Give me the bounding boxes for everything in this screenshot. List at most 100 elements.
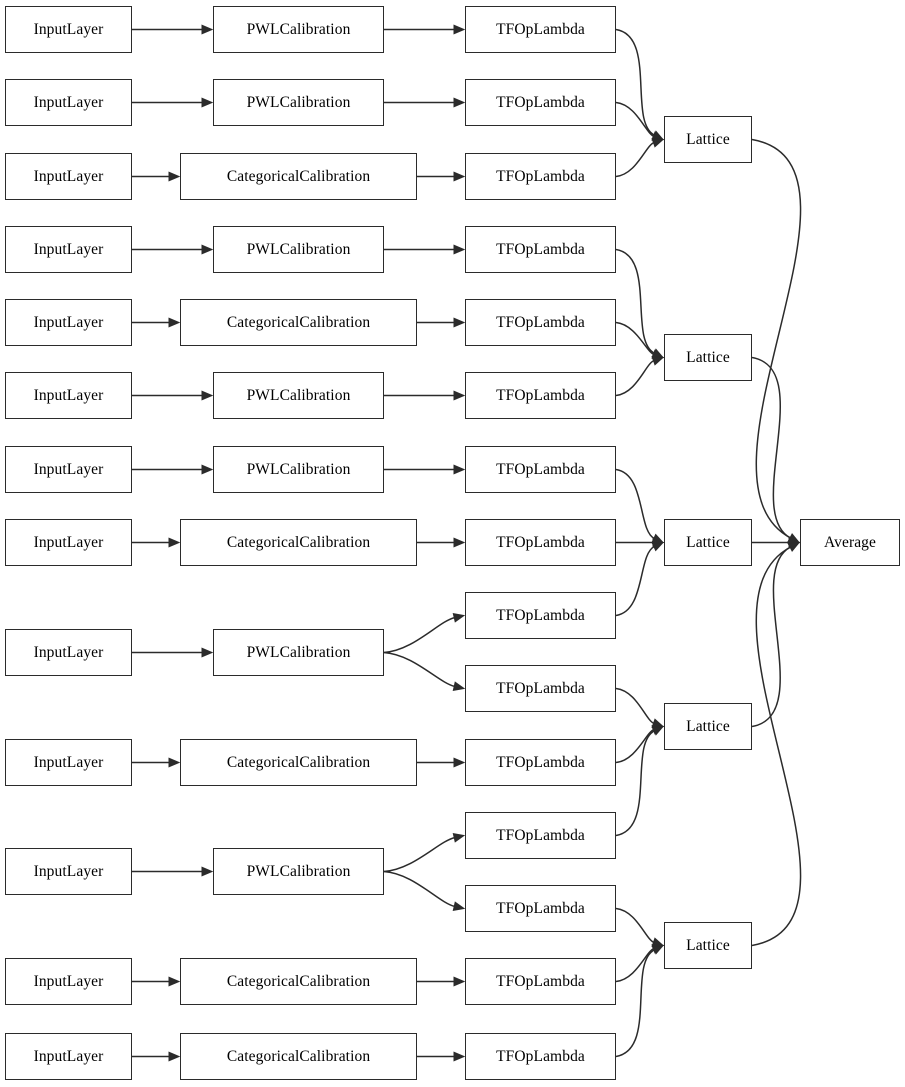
graph-edge-op14-to-lat5 (615, 944, 665, 983)
graph-node-categoricalcalibration-cal5: CategoricalCalibration (180, 299, 417, 346)
edge-arrowhead (201, 244, 214, 255)
graph-edge-cal9-to-op9 (383, 613, 466, 654)
edge-arrowhead (651, 541, 665, 552)
graph-node-inputlayer-in7: InputLayer (5, 446, 132, 493)
edge-arrowhead (453, 171, 466, 182)
edge-arrowhead (168, 171, 181, 182)
graph-node-pwlcalibration-cal2: PWLCalibration (213, 79, 384, 126)
graph-edge-in10-to-cal10 (132, 757, 181, 768)
graph-edge-in12-to-cal12 (132, 976, 181, 987)
graph-node-tfoplambda-op12: TFOpLambda (465, 812, 616, 859)
graph-edge-op10-to-lat4 (615, 687, 665, 728)
edge-arrowhead (651, 725, 665, 735)
graph-node-tfoplambda-op6: TFOpLambda (465, 372, 616, 419)
edge-arrowhead (651, 725, 665, 736)
graph-node-pwlcalibration-cal11: PWLCalibration (213, 848, 384, 895)
graph-node-tfoplambda-op14: TFOpLambda (465, 958, 616, 1005)
graph-node-tfoplambda-op7: TFOpLambda (465, 446, 616, 493)
graph-edge-in9-to-cal9 (132, 647, 214, 658)
graph-node-pwlcalibration-cal1: PWLCalibration (213, 6, 384, 53)
edge-arrowhead (651, 348, 665, 359)
graph-edge-cal2-to-op2 (384, 97, 466, 108)
graph-node-pwlcalibration-cal9: PWLCalibration (213, 629, 384, 676)
graph-edge-op1-to-lat1 (615, 28, 665, 141)
graph-node-categoricalcalibration-cal3: CategoricalCalibration (180, 153, 417, 200)
graph-node-inputlayer-in12: InputLayer (5, 958, 132, 1005)
graph-edge-cal8-to-op8 (417, 537, 466, 548)
graph-node-pwlcalibration-cal6: PWLCalibration (213, 372, 384, 419)
graph-node-tfoplambda-op5: TFOpLambda (465, 299, 616, 346)
graph-edge-cal3-to-op3 (417, 171, 466, 182)
graph-node-pwlcalibration-cal7: PWLCalibration (213, 446, 384, 493)
edge-arrowhead (201, 647, 214, 658)
graph-node-inputlayer-in4: InputLayer (5, 226, 132, 273)
graph-edge-in1-to-cal1 (132, 24, 214, 35)
graph-node-categoricalcalibration-cal13: CategoricalCalibration (180, 1033, 417, 1080)
graph-edge-lat5-to-avg (751, 541, 802, 947)
graph-edge-op7-to-lat3 (615, 468, 665, 544)
edge-arrowhead (651, 349, 665, 359)
edge-arrowhead (787, 541, 801, 552)
graph-node-categoricalcalibration-cal12: CategoricalCalibration (180, 958, 417, 1005)
graph-node-tfoplambda-op3: TFOpLambda (465, 153, 616, 200)
graph-edge-op11-to-lat4 (615, 725, 665, 764)
edge-arrowhead (168, 1051, 181, 1062)
edge-arrowhead (201, 464, 214, 475)
graph-node-tfoplambda-op11: TFOpLambda (465, 739, 616, 786)
graph-node-inputlayer-in3: InputLayer (5, 153, 132, 200)
graph-node-tfoplambda-op8: TFOpLambda (465, 519, 616, 566)
graph-node-inputlayer-in8: InputLayer (5, 519, 132, 566)
graph-node-inputlayer-in2: InputLayer (5, 79, 132, 126)
graph-edge-op9-to-lat3 (615, 541, 665, 617)
graph-node-tfoplambda-op9: TFOpLambda (465, 592, 616, 639)
edge-arrowhead (452, 681, 466, 692)
graph-edge-op5-to-lat2 (615, 321, 665, 359)
graph-node-inputlayer-in10: InputLayer (5, 739, 132, 786)
graph-edge-lat1-to-avg (751, 138, 802, 544)
edge-arrowhead (651, 130, 665, 141)
graph-edge-in11-to-cal11 (132, 866, 214, 877)
graph-edge-cal1-to-op1 (384, 24, 466, 35)
graph-node-tfoplambda-op13: TFOpLambda (465, 885, 616, 932)
edge-arrowhead (168, 976, 181, 987)
edge-arrowhead (787, 541, 801, 552)
edge-arrowhead (453, 976, 466, 987)
graph-edge-cal6-to-op6 (384, 390, 466, 401)
graph-edge-in13-to-cal13 (132, 1051, 181, 1062)
edge-arrowhead (168, 757, 181, 768)
graph-node-tfoplambda-op10: TFOpLambda (465, 665, 616, 712)
edge-arrowhead (787, 533, 801, 544)
graph-edge-cal7-to-op7 (384, 464, 466, 475)
graph-edge-lat2-to-avg (751, 356, 801, 544)
edge-arrowhead (452, 901, 466, 911)
edge-arrowhead (651, 138, 665, 148)
edge-arrowhead (651, 944, 665, 954)
graph-node-pwlcalibration-cal4: PWLCalibration (213, 226, 384, 273)
graph-edge-op3-to-lat1 (615, 138, 665, 178)
graph-edge-in6-to-cal6 (132, 390, 214, 401)
edge-arrowhead (201, 97, 214, 108)
edge-arrowhead (651, 718, 665, 728)
graph-node-lattice-lat4: Lattice (664, 703, 752, 750)
graph-node-lattice-lat1: Lattice (664, 116, 752, 163)
edge-arrowhead (453, 317, 466, 328)
graph-edge-in3-to-cal3 (132, 171, 181, 182)
graph-node-tfoplambda-op1: TFOpLambda (465, 6, 616, 53)
edge-arrowhead (651, 533, 665, 544)
edge-arrowhead (453, 390, 466, 401)
edge-arrowhead (788, 537, 801, 548)
graph-node-inputlayer-in13: InputLayer (5, 1033, 132, 1080)
graph-node-lattice-lat3: Lattice (664, 519, 752, 566)
edge-arrowhead (787, 533, 801, 544)
edge-arrowhead (452, 832, 466, 843)
graph-node-inputlayer-in9: InputLayer (5, 629, 132, 676)
edge-arrowhead (453, 1051, 466, 1062)
graph-edge-op15-to-lat5 (615, 944, 665, 1058)
graph-edge-op8-to-lat3 (616, 537, 665, 548)
graph-node-tfoplambda-op2: TFOpLambda (465, 79, 616, 126)
edge-arrowhead (201, 866, 214, 877)
graph-node-inputlayer-in5: InputLayer (5, 299, 132, 346)
graph-edge-in5-to-cal5 (132, 317, 181, 328)
